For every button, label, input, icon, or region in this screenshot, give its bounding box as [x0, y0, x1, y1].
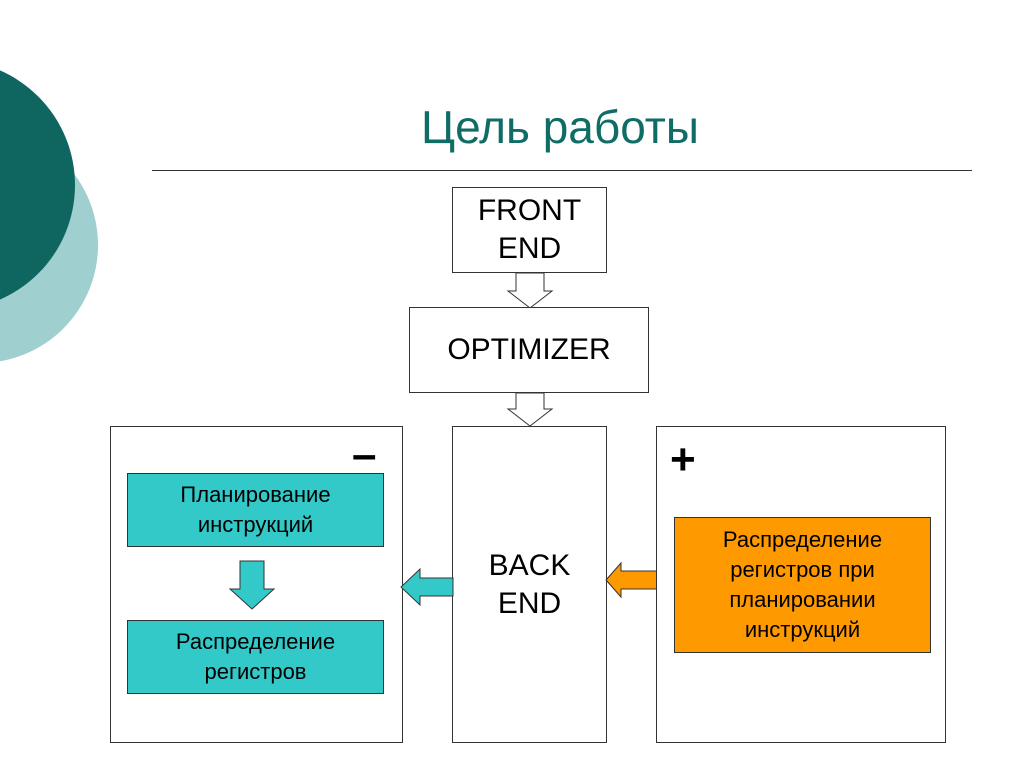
- title-divider: [152, 170, 972, 171]
- combined-allocation-line4: инструкций: [744, 617, 861, 642]
- back-end-line2: END: [497, 586, 562, 620]
- combined-allocation-line3: планировании: [729, 587, 876, 612]
- optimizer-label: OPTIMIZER: [447, 333, 611, 366]
- combined-allocation-box: Распределение регистров при планировании…: [674, 517, 931, 653]
- back-end-box: BACK END: [452, 426, 607, 743]
- front-end-line2: END: [497, 232, 562, 265]
- back-end-line1: BACK: [488, 548, 571, 582]
- front-end-line1: FRONT: [477, 194, 582, 227]
- scheduling-box: Планирование инструкций: [127, 473, 384, 547]
- register-allocation-box: Распределение регистров: [127, 620, 384, 694]
- decorative-circle-dark: [0, 70, 75, 300]
- arrow-plus-panel-to-back-end: [605, 561, 659, 599]
- decorative-circles: [0, 70, 98, 362]
- scheduling-line1: Планирование: [180, 482, 331, 507]
- combined-allocation-line1: Распределение: [722, 527, 883, 552]
- front-end-box: FRONT END: [452, 187, 607, 273]
- arrow-scheduling-to-allocation: [228, 560, 276, 610]
- arrow-back-end-to-minus-panel: [400, 567, 454, 607]
- minus-sign: –: [352, 430, 377, 479]
- arrow-optimizer-to-back-end: [506, 392, 554, 427]
- register-allocation-line1: Распределение: [175, 629, 336, 654]
- scheduling-line2: инструкций: [197, 512, 314, 537]
- slide-title: Цель работы: [421, 101, 699, 153]
- optimizer-box: OPTIMIZER: [409, 307, 649, 393]
- plus-sign: +: [670, 435, 696, 484]
- arrow-front-to-optimizer: [506, 272, 554, 309]
- register-allocation-line2: регистров: [204, 659, 307, 684]
- combined-allocation-line2: регистров при: [730, 557, 875, 582]
